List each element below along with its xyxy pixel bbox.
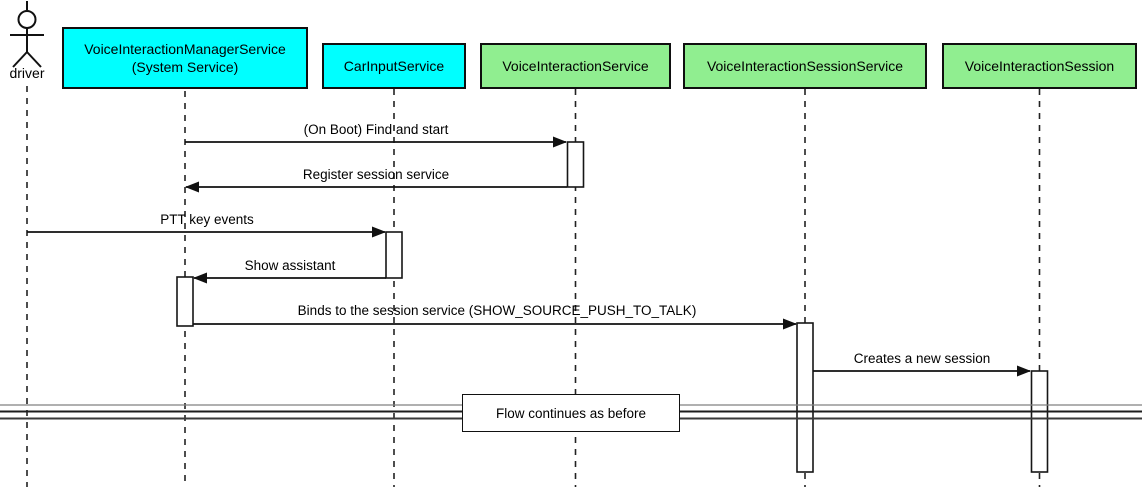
activation-voiceinteractionservice (566, 141, 585, 188)
participant-carinputservice: CarInputService (322, 43, 466, 89)
activation-voiceinteractionsession (1030, 370, 1049, 473)
participant-voiceinteractionmanagerservice: VoiceInteractionManagerService (System S… (62, 27, 308, 89)
message-label-register-session-service: Register session service (302, 167, 450, 182)
participant-voiceinteractionsessionservice: VoiceInteractionSessionService (683, 43, 927, 89)
activation-carinputservice (385, 231, 403, 279)
actor-icon (10, 1, 44, 68)
message-label-on-boot-find-and-start: (On Boot) Find and start (303, 122, 449, 137)
message-label-binds-to-session-service: Binds to the session service (SHOW_SOURC… (297, 303, 697, 318)
message-label-ptt-key-events: PTT key events (160, 212, 254, 227)
message-label-creates-a-new-session: Creates a new session (853, 351, 991, 366)
activation-voiceinteractionmanagerservice (176, 276, 194, 327)
divider-label-box: Flow continues as before (462, 394, 680, 432)
activation-voiceinteractionsessionservice (796, 322, 814, 473)
participant-voiceinteractionsession: VoiceInteractionSession (942, 43, 1137, 89)
participant-voiceinteractionservice: VoiceInteractionService (480, 43, 671, 89)
actor-label: driver (9, 65, 45, 81)
message-label-show-assistant: Show assistant (244, 258, 336, 273)
